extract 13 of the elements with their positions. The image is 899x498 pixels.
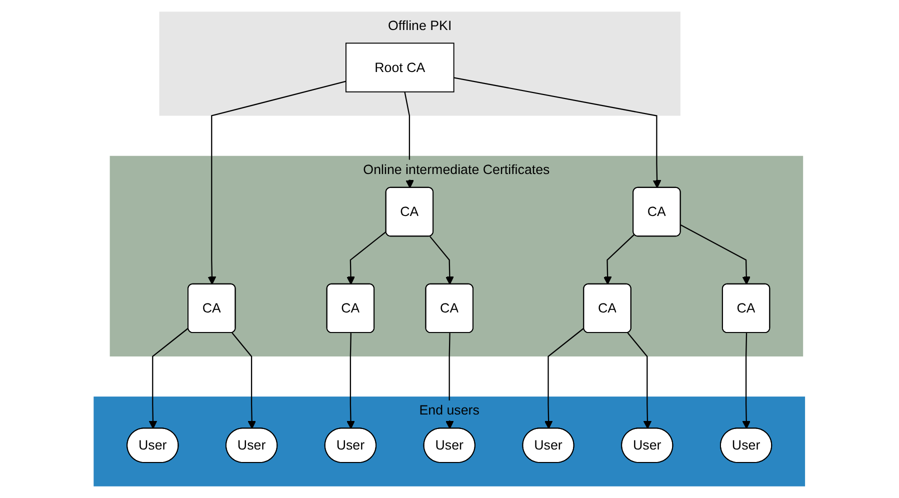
arrow [680, 224, 751, 285]
node-box: Root CA [346, 42, 454, 92]
arrow [627, 332, 652, 429]
arrow [544, 328, 585, 429]
arrow [742, 333, 751, 429]
arrow [346, 231, 387, 285]
arrow [430, 236, 454, 285]
arrow [208, 80, 346, 285]
arrow [148, 328, 190, 429]
arrow [346, 333, 356, 429]
arrow [232, 332, 256, 429]
arrow [604, 234, 635, 285]
arrow [454, 77, 662, 188]
